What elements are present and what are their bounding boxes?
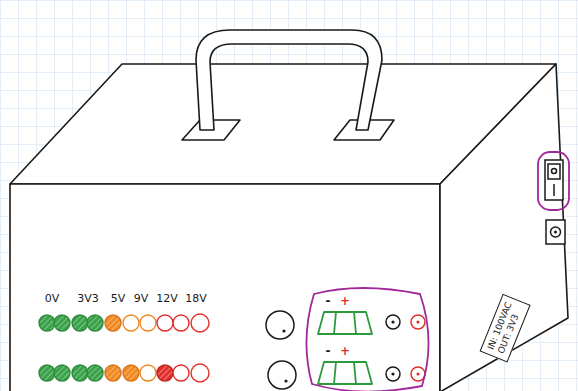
polarity-label: + — [340, 295, 350, 307]
voltage-label: 9V — [134, 293, 149, 305]
polarity-label: - — [326, 345, 331, 357]
polarity-label: + — [340, 345, 350, 357]
voltage-label: 5V — [111, 293, 126, 305]
voltage-label: 12V — [156, 293, 178, 305]
voltage-label: 0V — [45, 293, 60, 305]
voltage-label: 18V — [185, 293, 207, 305]
polarity-label: - — [326, 295, 331, 307]
voltage-label: 3V3 — [77, 293, 99, 305]
